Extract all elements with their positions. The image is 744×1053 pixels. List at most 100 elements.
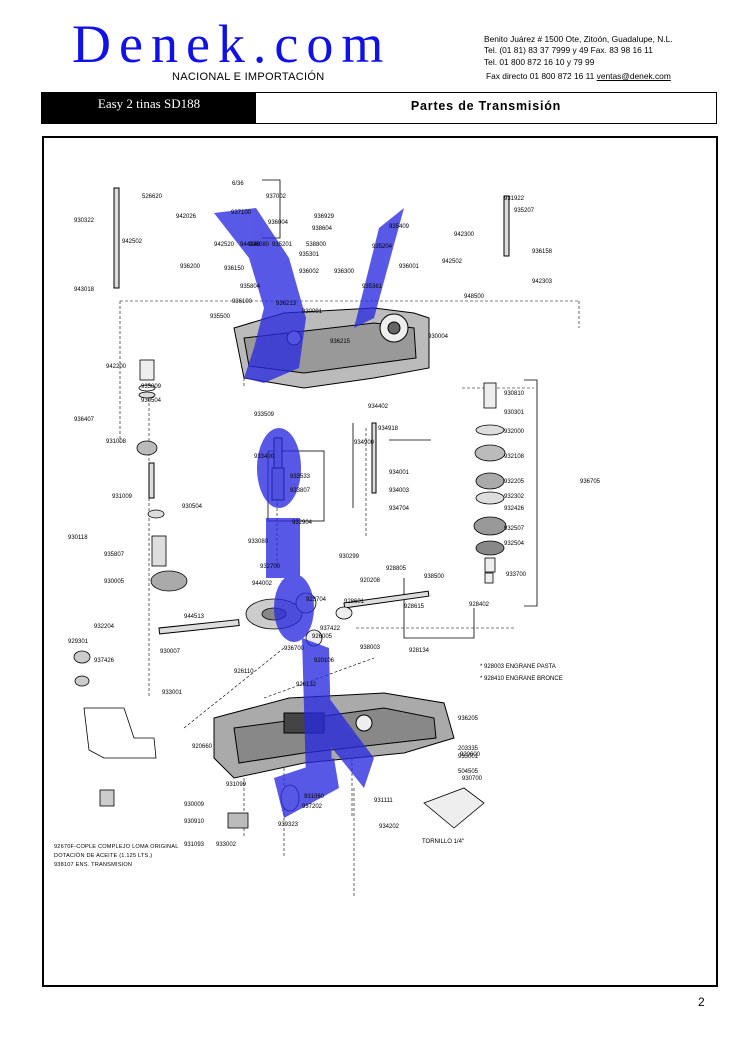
part-number-label: 930322 — [74, 218, 95, 224]
part-number-label: 933001 — [458, 754, 479, 760]
part-number-label: 920208 — [360, 578, 381, 584]
part-number-label: 932504 — [504, 541, 525, 547]
part-number-label: 930118 — [68, 535, 88, 541]
engrane-note: * 928410 ENGRANE BRONCE — [480, 676, 563, 682]
part-number-label: 942502 — [122, 239, 143, 245]
part-number-label: 933002 — [216, 842, 237, 848]
contact-fax: Fax directo 01 800 872 16 11 — [486, 71, 597, 82]
part-number-label: 932000 — [504, 429, 525, 435]
part-number-label: 942026 — [176, 214, 197, 220]
part-number-label: 935807 — [104, 552, 125, 558]
part-number-label: 936200 — [180, 264, 201, 270]
part-number-label: 935804 — [240, 284, 261, 290]
part-number-label: 934704 — [389, 506, 410, 512]
part-number-label: 932904 — [292, 520, 313, 526]
part-number-label: 926132 — [296, 682, 317, 688]
part-number-label: 931009 — [112, 494, 133, 500]
part-number-label: 936001 — [399, 264, 420, 270]
part-number-label: 942300 — [454, 232, 475, 238]
part-number-label: 932700 — [260, 564, 281, 570]
part-number-label: 930810 — [504, 391, 525, 397]
part-number-label: 944002 — [252, 581, 273, 587]
part-number-label: 930005 — [104, 579, 125, 585]
part-number-label: 932302 — [504, 494, 525, 500]
part-number-label: 935207 — [514, 208, 535, 214]
part-number-label: 932426 — [504, 506, 525, 512]
part-number-label: 934402 — [368, 404, 389, 410]
part-number-label: 933080 — [248, 539, 269, 545]
part-number-label: 936215 — [330, 339, 351, 345]
part-number-label: 936004 — [268, 220, 289, 226]
part-number-label: 930007 — [160, 649, 181, 655]
part-number-label: 6/36 — [232, 181, 244, 187]
part-number-label: 942502 — [442, 259, 463, 265]
part-number-label: 930091 — [302, 309, 323, 315]
exploded-parts-diagram: 5266209303229420269425029430189355006/36… — [68, 179, 601, 898]
part-number-label: 930504 — [182, 504, 203, 510]
engrane-note: * 928003 ENGRANE PASTA — [480, 664, 556, 670]
part-number-label: 931922 — [504, 196, 525, 202]
part-number-label: 920660 — [192, 744, 213, 750]
note-line: DOTACIÓN DE ACEITE (1.125 LTS.) — [54, 853, 153, 859]
part-number-label: 920106 — [314, 658, 335, 664]
part-number-label: 944340 — [240, 242, 261, 248]
part-number-label: 938500 — [424, 574, 445, 580]
part-number-label: 930301 — [504, 410, 525, 416]
contact-phone-tollfree: Tel. 01 800 872 16 10 y 79 99 — [484, 56, 595, 67]
model-name: Easy 2 tinas SD188 — [42, 93, 256, 123]
part-number-label: 931008 — [106, 439, 127, 445]
part-number-label: 538800 — [306, 242, 327, 248]
part-number-label: 932204 — [94, 624, 115, 630]
contact-email-link[interactable]: ventas@denek.com — [596, 71, 671, 82]
part-number-label: 929301 — [68, 639, 89, 645]
part-number-label: 936213 — [276, 301, 297, 307]
part-number-label: 942200 — [106, 364, 127, 370]
part-number-label: 936407 — [74, 417, 95, 423]
part-number-label: 935361 — [362, 284, 383, 290]
company-logo: Denek.com — [72, 14, 392, 74]
part-number-label: 931060 — [304, 794, 325, 800]
part-number-label: 948500 — [464, 294, 485, 300]
part-number-label: 937426 — [94, 658, 115, 664]
part-number-label: 931093 — [184, 842, 205, 848]
part-number-label: 930910 — [184, 819, 205, 825]
part-number-label: 937002 — [266, 194, 287, 200]
part-number-label: 935201 — [272, 242, 293, 248]
title-bar: Easy 2 tinas SD188 Partes de Transmisión — [41, 92, 717, 124]
part-number-label: 928601 — [344, 599, 365, 605]
note-line: 938107 ENS. TRANSMISION — [54, 862, 133, 868]
tornillo-label: TORNILLO 1/4" — [422, 839, 464, 845]
part-number-label: 934202 — [379, 824, 400, 830]
part-number-label: 930504 — [141, 398, 162, 404]
part-number-label: 942303 — [532, 279, 553, 285]
contact-address: Benito Juárez # 1500 Ote, Zitoón, Guadal… — [484, 34, 673, 44]
part-number-label: 928402 — [469, 602, 490, 608]
gear-stack — [473, 382, 507, 584]
note-line: 92670F-COPLE COMPLEJO LOMA ORIGINAL — [54, 844, 179, 850]
part-number-label: 935204 — [372, 244, 393, 250]
part-number-label: 932205 — [504, 479, 525, 485]
part-number-label: 928704 — [306, 597, 327, 603]
engrane-notes: * 928003 ENGRANE PASTA * 928410 ENGRANE B… — [480, 664, 563, 682]
part-number-label: 930004 — [428, 334, 449, 340]
part-number-label: 936205 — [458, 716, 479, 722]
part-number-label: 526620 — [142, 194, 163, 200]
part-number-label: 926110 — [234, 669, 254, 675]
part-number-label: 938003 — [360, 645, 381, 651]
part-number-label: 936700 — [284, 646, 305, 652]
part-number-label: 936300 — [334, 269, 355, 275]
part-number-label: 938604 — [312, 226, 333, 232]
contact-block: Benito Juárez # 1500 Ote, Zitoón, Guadal… — [484, 34, 673, 83]
part-number-label: 942520 — [214, 242, 235, 248]
part-number-label: 932108 — [504, 454, 525, 460]
part-number-label: 203335 — [458, 746, 479, 752]
diagram-notes: 92670F-COPLE COMPLEJO LOMA ORIGINAL DOTA… — [54, 843, 179, 870]
part-number-label: 936002 — [299, 269, 320, 275]
part-number-label: 936705 — [580, 479, 601, 485]
part-number-label: 933509 — [254, 412, 275, 418]
part-number-label: 928134 — [409, 648, 430, 654]
company-tagline: NACIONAL E IMPORTACIÓN — [172, 71, 325, 83]
part-number-label: 933700 — [506, 572, 527, 578]
part-number-label: 936929 — [314, 214, 335, 220]
